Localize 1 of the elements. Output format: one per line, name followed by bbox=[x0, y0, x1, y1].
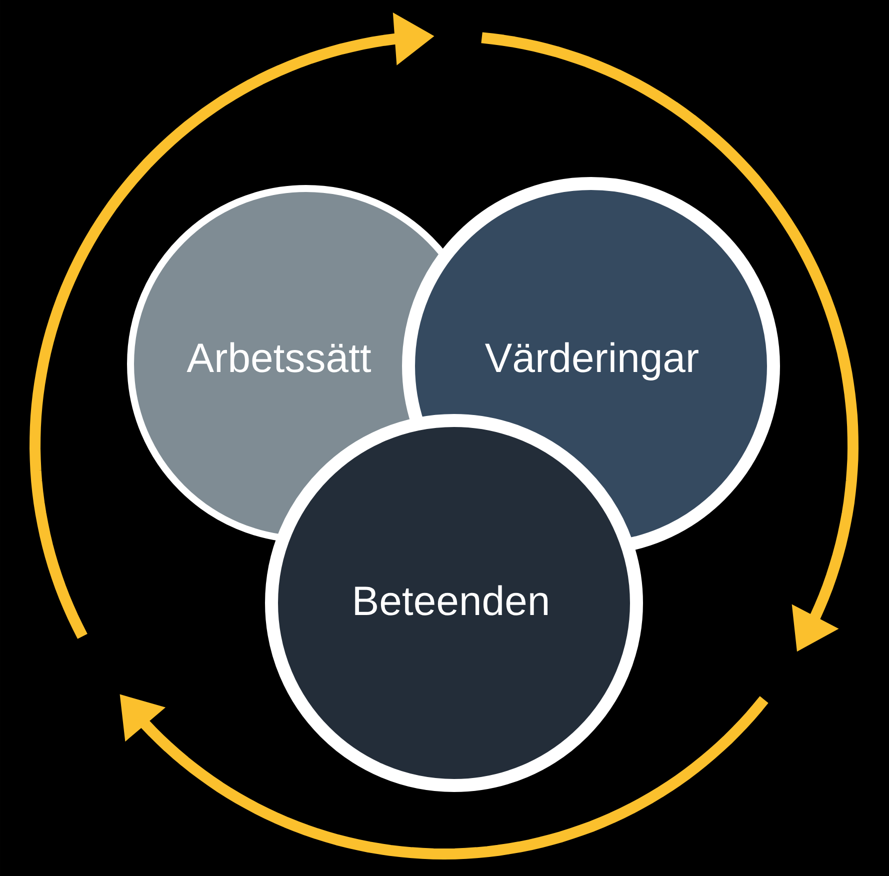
circle-node: Beteenden bbox=[265, 414, 643, 792]
